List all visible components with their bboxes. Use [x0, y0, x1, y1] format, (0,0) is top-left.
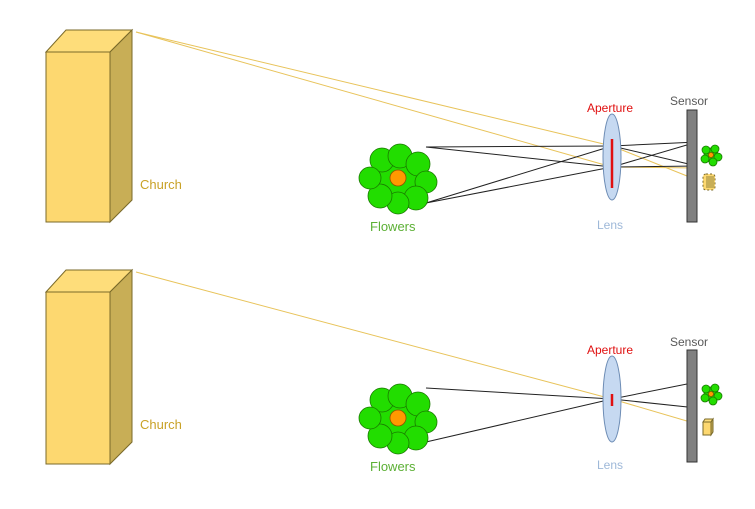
flowers-label: Flowers [370, 459, 416, 474]
church-image-sharp [702, 417, 714, 437]
flower-image-sharp [700, 144, 723, 167]
church-rays [135, 271, 698, 425]
lens-label: Lens [597, 458, 623, 472]
flowers [358, 143, 438, 215]
flower-rays [425, 381, 698, 443]
panel-narrow-aperture: Church Flowers Lens [44, 268, 723, 474]
flowers [358, 383, 438, 455]
sensor [686, 349, 698, 463]
church [44, 28, 134, 224]
church [44, 268, 134, 466]
flower-rays [425, 141, 698, 204]
aperture-label: Aperture [587, 101, 633, 115]
aperture-label: Aperture [587, 343, 633, 357]
sensor-label: Sensor [670, 94, 708, 108]
church-label: Church [140, 177, 182, 192]
flower-image-sharp [700, 383, 723, 406]
lens-label: Lens [597, 218, 623, 232]
panel-wide-aperture: Church [44, 28, 723, 234]
sensor [686, 109, 698, 223]
church-image-blurred [702, 173, 716, 191]
church-label: Church [140, 417, 182, 432]
sensor-label: Sensor [670, 335, 708, 349]
flowers-label: Flowers [370, 219, 416, 234]
